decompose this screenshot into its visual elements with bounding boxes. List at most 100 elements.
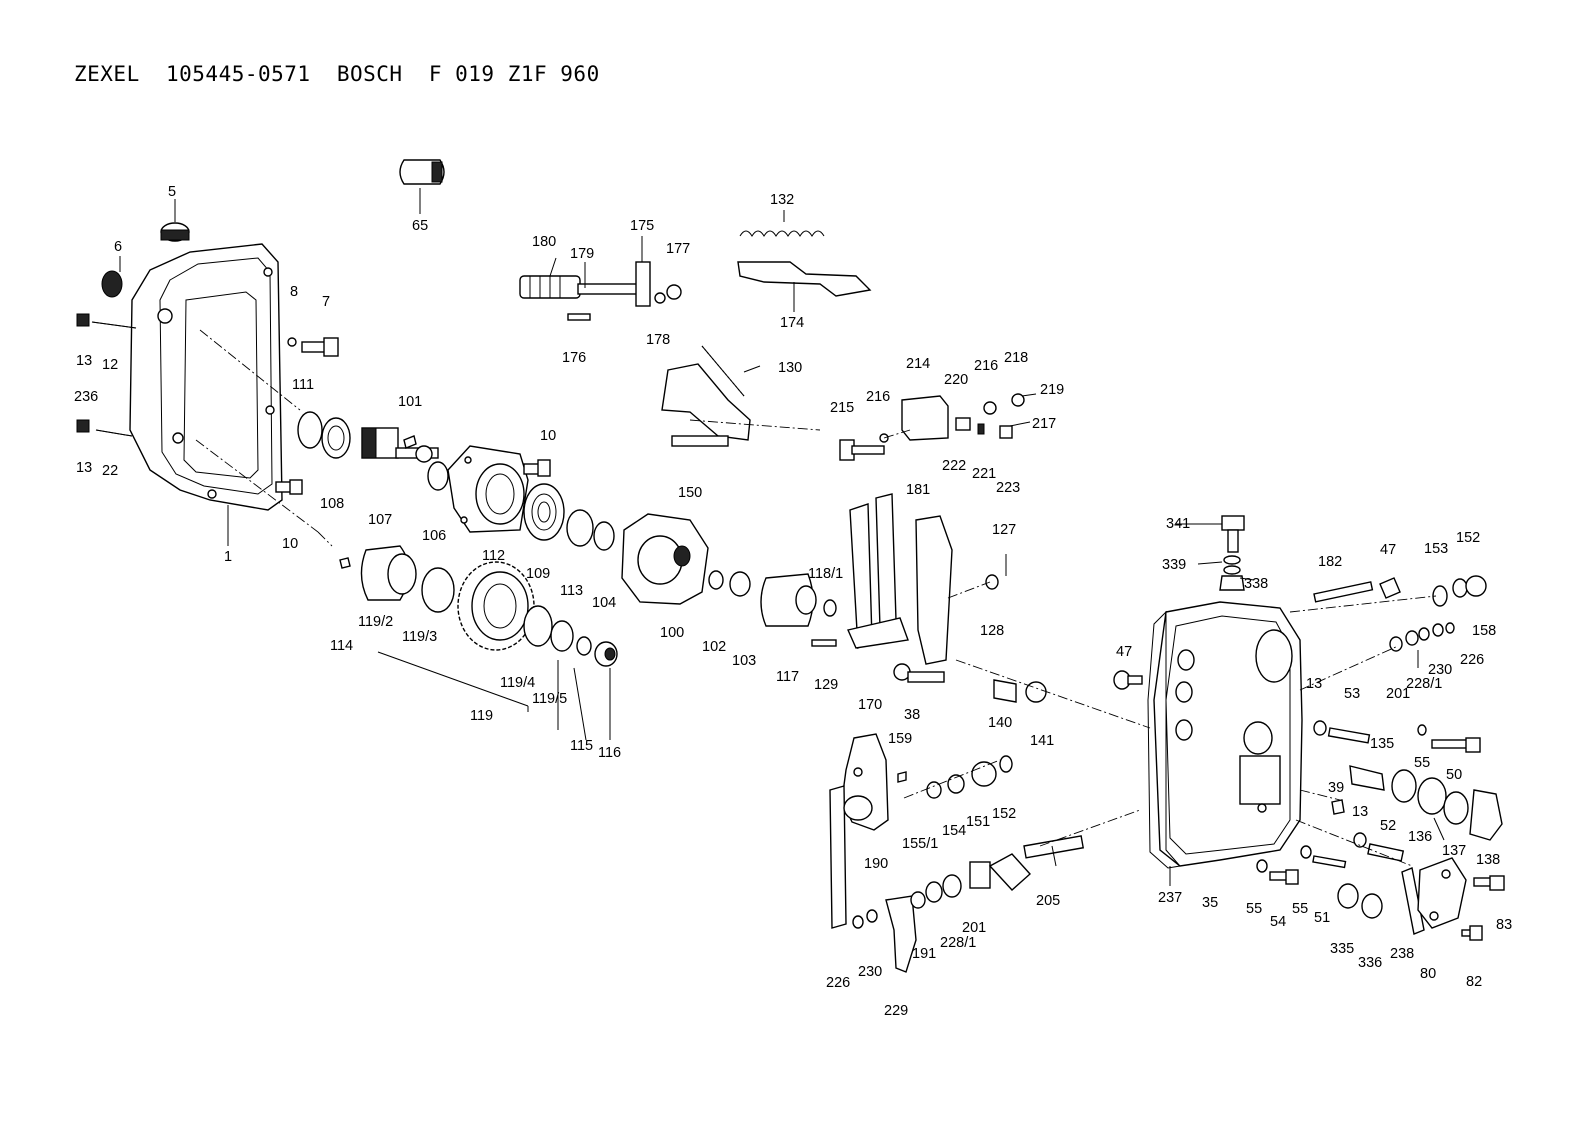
callout-55-a: 55 bbox=[1414, 755, 1430, 771]
callout-151: 151 bbox=[966, 814, 990, 830]
assembly-135-138-part bbox=[1349, 765, 1503, 841]
callout-5: 5 bbox=[168, 184, 176, 200]
nut-39-part bbox=[1331, 799, 1345, 815]
plug-335-336-part bbox=[1337, 883, 1383, 919]
callout-217: 217 bbox=[1032, 416, 1056, 432]
callout-54: 54 bbox=[1270, 914, 1286, 930]
pin-129-part bbox=[811, 639, 837, 647]
callout-52: 52 bbox=[1380, 818, 1396, 834]
callout-119-4: 119/4 bbox=[500, 675, 535, 691]
callout-158: 158 bbox=[1472, 623, 1496, 639]
callout-50: 50 bbox=[1446, 767, 1462, 783]
drawing-title: ZEXEL 105445-0571 BOSCH F 019 Z1F 960 bbox=[74, 62, 600, 86]
rings-153-158-part bbox=[1432, 575, 1487, 607]
callout-150: 150 bbox=[678, 485, 702, 501]
ring-119-3-part bbox=[421, 567, 455, 613]
ring-119-5-part bbox=[523, 605, 574, 652]
plug-5-part bbox=[160, 222, 190, 242]
callout-219: 219 bbox=[1040, 382, 1064, 398]
callout-223: 223 bbox=[996, 480, 1020, 496]
fasteners-217-223-part bbox=[955, 393, 1025, 439]
callout-341: 341 bbox=[1166, 516, 1190, 532]
callout-109: 109 bbox=[526, 566, 550, 582]
callout-153: 153 bbox=[1424, 541, 1448, 557]
shaft-107-part bbox=[361, 427, 439, 463]
callout-115: 115 bbox=[570, 738, 593, 754]
callout-236: 236 bbox=[74, 389, 98, 405]
callout-129: 129 bbox=[814, 677, 838, 693]
callout-230-a: 230 bbox=[1428, 662, 1452, 678]
plate-80-part bbox=[1417, 857, 1467, 929]
sleeve-65-part bbox=[399, 159, 445, 185]
callout-182: 182 bbox=[1318, 554, 1342, 570]
callout-1: 1 bbox=[224, 549, 232, 565]
callout-338: 338 bbox=[1244, 576, 1268, 592]
callout-177: 177 bbox=[666, 241, 690, 257]
callout-127: 127 bbox=[992, 522, 1016, 538]
callout-220: 220 bbox=[944, 372, 968, 388]
shaft-179-part bbox=[519, 275, 639, 299]
callout-201-b: 201 bbox=[962, 920, 986, 936]
pin-159-part bbox=[897, 771, 907, 783]
callout-175: 175 bbox=[630, 218, 654, 234]
lever-190-part bbox=[829, 733, 889, 929]
callout-214: 214 bbox=[906, 356, 930, 372]
callout-137: 137 bbox=[1442, 843, 1466, 859]
callout-152-a: 152 bbox=[1456, 530, 1480, 546]
callout-55-b: 55 bbox=[1246, 901, 1262, 917]
callout-178: 178 bbox=[646, 332, 670, 348]
callout-111: 111 bbox=[292, 377, 314, 393]
callout-128: 128 bbox=[980, 623, 1004, 639]
callout-180: 180 bbox=[532, 234, 556, 250]
callout-222: 222 bbox=[942, 458, 966, 474]
plug-47-upper-part bbox=[1379, 577, 1401, 599]
washers-191-228-part bbox=[910, 874, 962, 909]
callout-136: 136 bbox=[1408, 829, 1432, 845]
callout-10-lower: 10 bbox=[282, 536, 298, 552]
callout-119-5: 119/5 bbox=[532, 691, 567, 707]
flange-112-part bbox=[447, 445, 529, 533]
plug-6-part bbox=[101, 270, 123, 298]
callout-135: 135 bbox=[1370, 736, 1394, 752]
callout-10-upper: 10 bbox=[540, 428, 556, 444]
callout-140: 140 bbox=[988, 715, 1012, 731]
callout-119-3: 119/3 bbox=[402, 629, 437, 645]
bolt-51-part bbox=[1300, 845, 1347, 869]
lever-150-part bbox=[661, 363, 751, 447]
bolt-7-part bbox=[287, 337, 339, 357]
nut-177-part bbox=[666, 284, 682, 300]
circlip-113-part bbox=[566, 509, 594, 547]
callout-228-1-a: 228/1 bbox=[1406, 676, 1442, 692]
callout-106: 106 bbox=[422, 528, 446, 544]
callout-100: 100 bbox=[660, 625, 684, 641]
callout-118-1: 118/1 bbox=[808, 566, 843, 582]
callout-104: 104 bbox=[592, 595, 616, 611]
bolt-215-part bbox=[839, 439, 885, 461]
callout-101: 101 bbox=[398, 394, 422, 410]
housing-cover-part bbox=[129, 243, 283, 511]
callout-216-b: 216 bbox=[974, 358, 998, 374]
callout-13-d: 13 bbox=[1352, 804, 1368, 820]
ring-104-part bbox=[593, 521, 615, 551]
hub-119-2-part bbox=[360, 545, 417, 601]
washer-216-part bbox=[879, 401, 997, 443]
stud-22-part bbox=[76, 419, 133, 437]
bolt-10-upper-part bbox=[523, 459, 551, 477]
callout-190: 190 bbox=[864, 856, 888, 872]
callout-82: 82 bbox=[1466, 974, 1482, 990]
callout-65: 65 bbox=[412, 218, 428, 234]
callout-174: 174 bbox=[780, 315, 804, 331]
pin-114-part bbox=[339, 557, 351, 569]
plug-47-lower-part bbox=[1113, 670, 1143, 690]
collar-103-part bbox=[729, 571, 751, 597]
gasket-238-part bbox=[1401, 867, 1425, 935]
callout-47-b: 47 bbox=[1116, 644, 1132, 660]
o-ring-111-part bbox=[297, 411, 323, 449]
housing-35-part bbox=[1153, 601, 1303, 867]
lever-229-part bbox=[852, 895, 917, 973]
callout-112: 112 bbox=[482, 548, 505, 564]
link-174-part bbox=[737, 261, 872, 297]
callout-226-a: 226 bbox=[1460, 652, 1484, 668]
stud-12-part bbox=[76, 313, 137, 329]
callout-181: 181 bbox=[906, 482, 930, 498]
